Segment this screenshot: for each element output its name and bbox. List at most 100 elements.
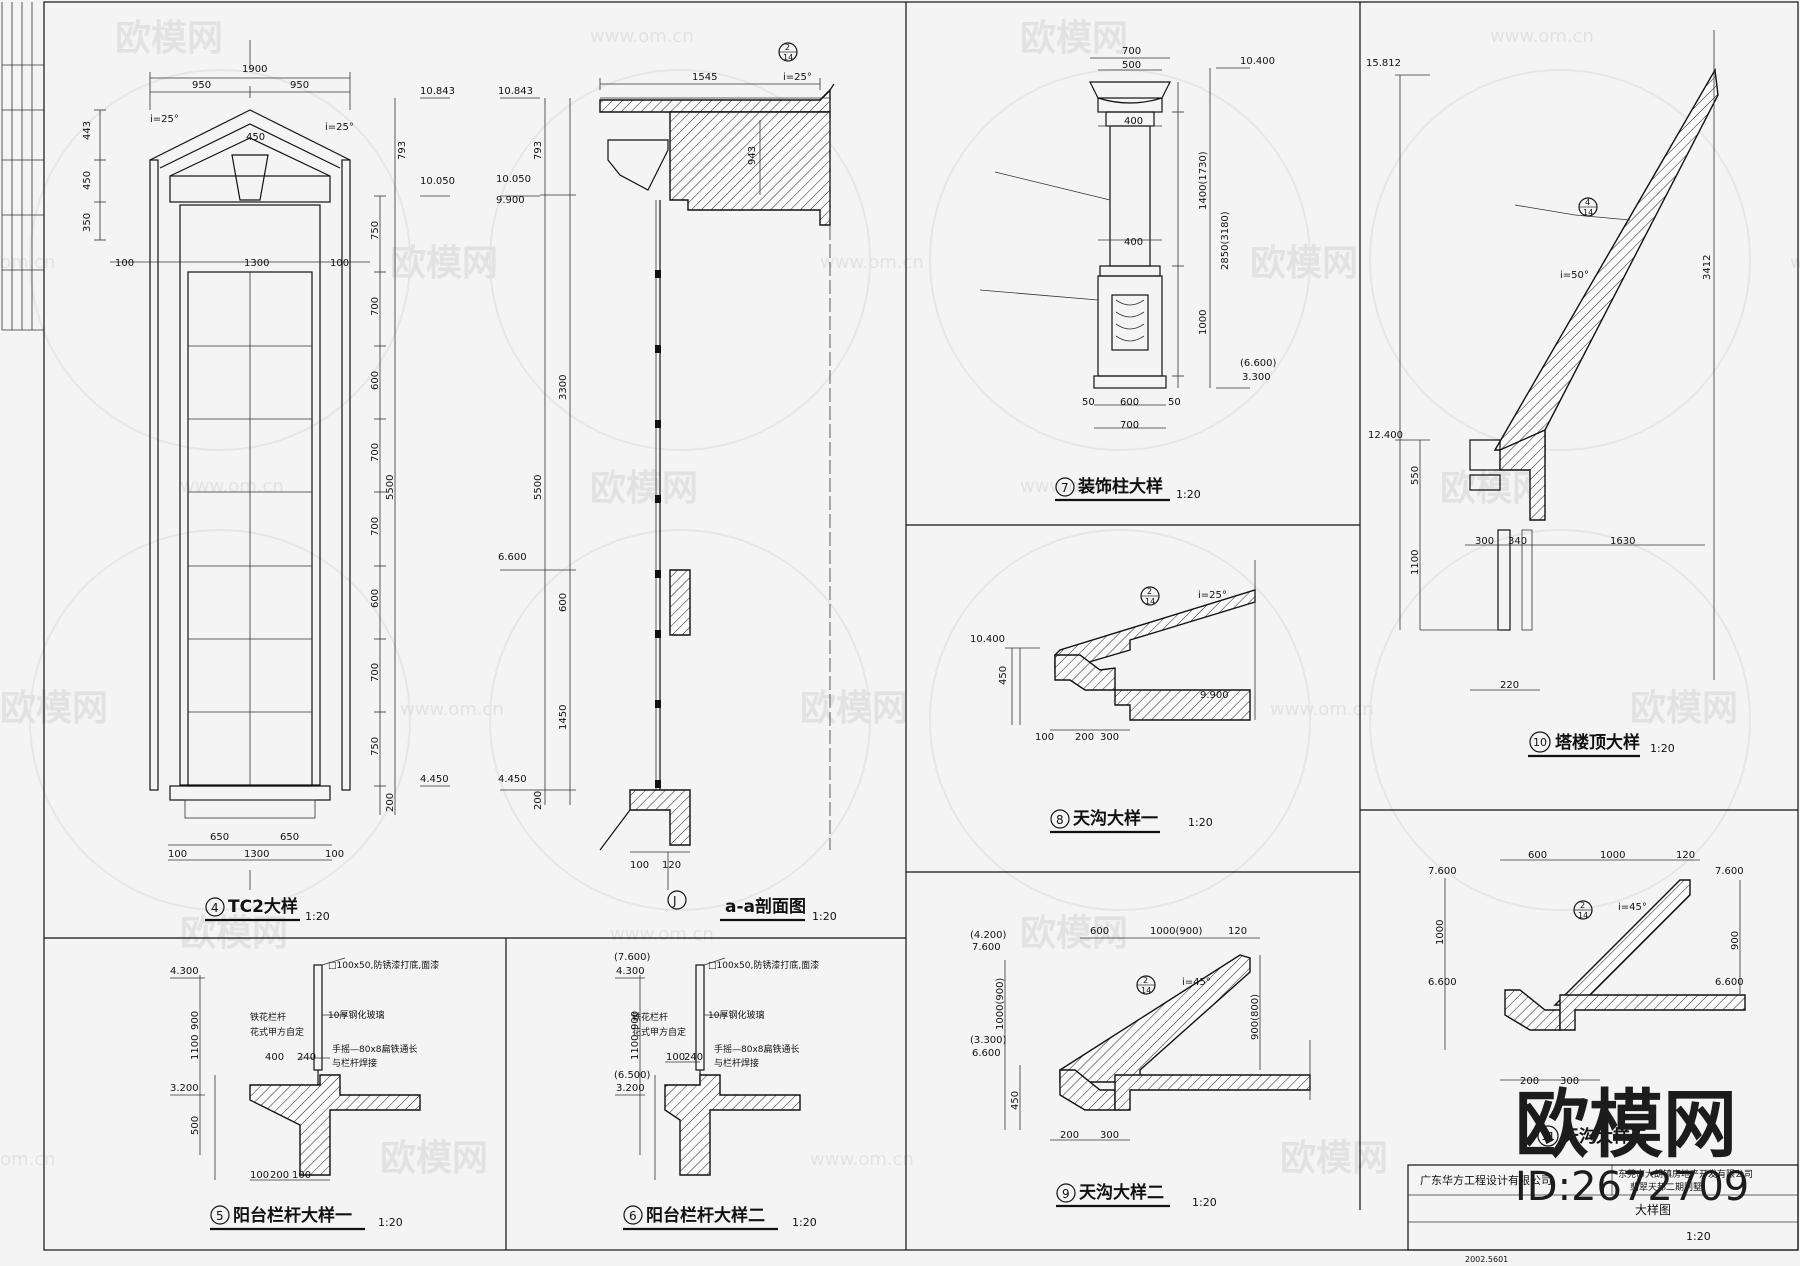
dim-text: 5500 — [385, 475, 396, 500]
watermark-logo: 欧模网 — [1250, 243, 1358, 284]
watermark-logo: 欧模网 — [380, 1138, 488, 1179]
detail-number: 9 — [1062, 1187, 1070, 1201]
dim-text: 1000 — [1435, 920, 1446, 945]
watermark-logo: 欧模网 — [1280, 1138, 1388, 1179]
dim-text: 300 — [1100, 732, 1119, 743]
watermark-url: om.cn — [0, 1149, 56, 1170]
detail-title: 塔楼顶大样 — [1555, 732, 1640, 753]
level-label: 9.900 — [1200, 690, 1229, 701]
detail-ref: 14 — [1583, 208, 1593, 217]
dim-text: 793 — [397, 141, 408, 160]
detail-title: 装饰柱大样 — [1077, 476, 1163, 497]
watermark-url: om.cn — [0, 252, 56, 273]
detail-scale: 1:20 — [378, 1216, 403, 1229]
level-label: 3.200 — [616, 1083, 645, 1094]
level-label: 7.600 — [972, 942, 1001, 953]
dim-text: 120 — [1228, 926, 1247, 937]
watermark-url: www.om.cn — [610, 924, 714, 945]
dim-text: 700 — [370, 517, 381, 536]
brand-logo: 欧模网 — [1515, 1082, 1737, 1168]
dim-text: 200 — [385, 793, 396, 812]
dim-text: 500 — [190, 1116, 201, 1135]
dim-text: 120 — [1676, 850, 1695, 861]
detail-title: 天沟大样一 — [1073, 808, 1158, 829]
dim-text: 3412 — [1702, 255, 1713, 280]
drawing-name: 大样图 — [1635, 1202, 1671, 1217]
dim-text: 50 — [1082, 397, 1095, 408]
dim-text: 450 — [246, 132, 265, 143]
rail-note: 花式甲方自定 — [632, 1026, 686, 1038]
dim-text: 400 — [1124, 116, 1143, 127]
watermark-logo: 欧模网 — [1020, 18, 1128, 59]
dim-text: 1100 — [1410, 550, 1421, 575]
dim-text: 340 — [1508, 536, 1527, 547]
gutter1-detail: 10.400 9.900 450 100 200 300 i=25° 2 14 … — [970, 560, 1256, 834]
watermark-url: www.om.cn — [810, 1149, 914, 1170]
project-name: 翡翠天邦二期别墅 — [1630, 1181, 1702, 1193]
slope-label: i=45° — [1618, 902, 1647, 913]
level-label: 10.843 — [420, 86, 455, 97]
level-label: 10.400 — [970, 634, 1005, 645]
dim-text: 1000 — [1600, 850, 1625, 861]
dim-text: 2850(3180) — [1220, 211, 1231, 270]
dim-text: 900(800) — [1250, 994, 1261, 1040]
detail-scale: 1:20 — [1188, 816, 1213, 829]
dim-text: 200 — [1060, 1130, 1079, 1141]
dim-text: 950 — [192, 80, 211, 91]
detail-number: 11 — [1541, 1130, 1555, 1143]
dim-text: 600 — [1528, 850, 1547, 861]
dim-text: 1100 — [190, 1035, 201, 1060]
slope-label: i=25° — [1198, 590, 1227, 601]
detail-ref: 2 — [785, 43, 790, 52]
rail-note: 与栏杆焊接 — [714, 1057, 759, 1069]
watermark-url: www.om.cn — [1490, 26, 1594, 47]
dim-text: 600 — [370, 589, 381, 608]
rail2-detail: □100x50,防锈漆打底,面漆 10厚钢化玻璃 铁花栏杆 花式甲方自定 手摇—… — [614, 952, 819, 1231]
dim-text: 100 — [666, 1052, 685, 1063]
dim-text: 443 — [82, 121, 93, 140]
level-label: 15.812 — [1366, 58, 1401, 69]
dim-text: 450 — [998, 666, 1009, 685]
dim-text: 100 — [1035, 732, 1054, 743]
level-label: 7.600 — [1428, 866, 1457, 877]
dim-text: 50 — [1168, 397, 1181, 408]
watermark-logo: 欧模网 — [390, 243, 498, 284]
detail-title: 阳台栏杆大样一 — [233, 1205, 352, 1226]
watermark-logo: 欧模网 — [0, 688, 108, 729]
detail-number: 10 — [1533, 736, 1547, 749]
watermark-logo: 欧模网 — [800, 688, 908, 729]
dim-text: 100 — [115, 258, 134, 269]
dim-text: 1450 — [558, 705, 569, 730]
rail-note: 花式甲方自定 — [250, 1026, 304, 1038]
level-label: 9.900 — [496, 195, 525, 206]
dim-text: 100 — [250, 1170, 269, 1181]
dim-text: 600 — [1120, 397, 1139, 408]
dim-text: 450 — [82, 171, 93, 190]
rail-note: □100x50,防锈漆打底,面漆 — [708, 959, 819, 971]
dim-text: 300 — [1475, 536, 1494, 547]
watermark-url: www.om.cn — [820, 252, 924, 273]
watermark-logo: 欧模网 — [1020, 913, 1128, 954]
rail-note: 铁花栏杆 — [632, 1011, 668, 1023]
slope-label: i=45° — [1182, 977, 1211, 988]
level-label: 4.450 — [498, 774, 527, 785]
watermark-url: www.om.cn — [1270, 699, 1374, 720]
slope-label: i=25° — [783, 72, 812, 83]
watermark-url: www.om.cn — [1790, 252, 1800, 273]
dim-text: 650 — [280, 832, 299, 843]
dim-text: 100 — [292, 1170, 311, 1181]
rail-note: □100x50,防锈漆打底,面漆 — [328, 959, 439, 971]
detail-title: 天沟大样三 — [1562, 1126, 1647, 1147]
detail-ref: 4 — [1585, 198, 1590, 207]
detail-number: 7 — [1061, 481, 1069, 495]
dim-text: 1400(1730) — [1198, 151, 1209, 210]
watermark-logo: 欧模网 — [1630, 688, 1738, 729]
dim-text: 700 — [370, 663, 381, 682]
level-label: 6.600 — [1428, 977, 1457, 988]
rail-note: 手摇—80x8扁铁通长 — [332, 1043, 418, 1055]
dim-text: 700 — [370, 297, 381, 316]
level-label: 6.600 — [498, 552, 527, 563]
dim-text: 200 — [533, 791, 544, 810]
